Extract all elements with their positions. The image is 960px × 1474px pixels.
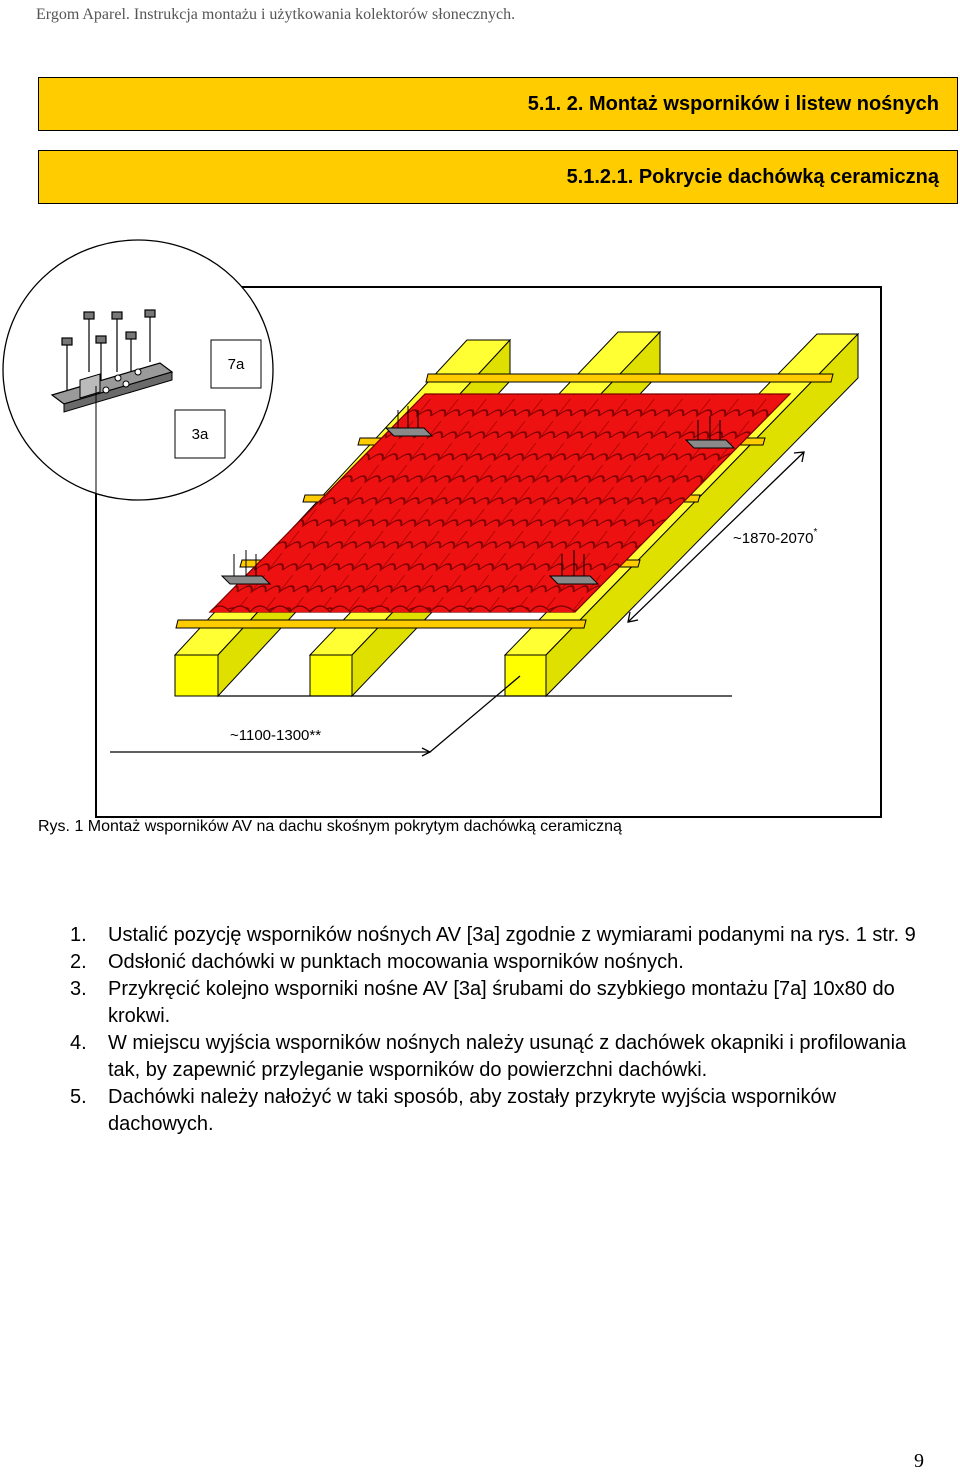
step-item: 4.W miejscu wyjścia wsporników nośnych n… (70, 1032, 907, 1081)
figure-caption: Rys. 1 Montaż wsporników AV na dachu sko… (38, 818, 622, 835)
step-item: 1.Ustalić pozycję wsporników nośnych AV … (70, 924, 916, 946)
dimension-length-label: ~1870-2070* (733, 527, 818, 547)
step-item: 3.Przykręcić kolejno wsporniki nośne AV … (70, 978, 895, 1027)
section-heading: 5.1. 2. Montaż wsporników i listew nośny… (527, 92, 939, 115)
instruction-steps: 1.Ustalić pozycję wsporników nośnych AV … (70, 922, 920, 1138)
running-header: Ergom Aparel. Instrukcja montażu i użytk… (36, 6, 516, 23)
label-3a: 3a (192, 426, 209, 443)
section-heading-banner: 5.1. 2. Montaż wsporników i listew nośny… (38, 77, 958, 131)
step-item: 2.Odsłonić dachówki w punktach mocowania… (70, 951, 684, 973)
page-number: 9 (914, 1450, 924, 1472)
label-7a-box: 7a (210, 339, 262, 389)
bracket-3a-icon (50, 362, 174, 413)
subsection-heading: 5.1.2.1. Pokrycie dachówką ceramiczną (566, 165, 939, 188)
dimension-spacing (110, 675, 732, 757)
bracket-bottom-left (220, 550, 272, 585)
bracket-top-left (384, 406, 434, 437)
mounted-brackets (220, 406, 736, 585)
screw-7a-icon (61, 309, 156, 392)
bracket-bottom-right (548, 550, 600, 585)
bracket-top-right (684, 416, 736, 449)
subsection-heading-banner: 5.1.2.1. Pokrycie dachówką ceramiczną (38, 150, 958, 204)
dimension-spacing-label: ~1100-1300** (230, 727, 321, 744)
label-7a: 7a (228, 356, 245, 373)
label-3a-box: 3a (174, 409, 226, 459)
roof-mounting-figure: 7a 3a ~1870-2070* ~1100-1300** (2, 239, 882, 818)
dimension-length (627, 451, 805, 623)
tile-eave-edge (209, 605, 576, 613)
step-item: 5.Dachówki należy nałożyć w taki sposób,… (70, 1086, 837, 1135)
detail-callout (2, 239, 274, 600)
